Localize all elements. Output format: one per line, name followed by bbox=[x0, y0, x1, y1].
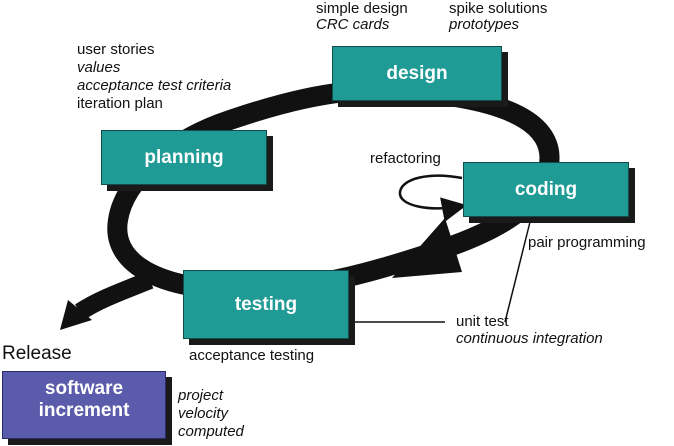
continuous-integration-note: continuous integration bbox=[456, 330, 603, 347]
planning-note-values: values bbox=[77, 59, 121, 76]
project-velocity-line-1: project bbox=[178, 387, 224, 404]
pair-programming-note: pair programming bbox=[528, 234, 646, 251]
release-arrow-tail bbox=[75, 271, 154, 320]
design-note-spike-solutions: spike solutions bbox=[449, 0, 548, 17]
design-note-crc-cards: CRC cards bbox=[316, 16, 390, 33]
coding-phase-box: coding bbox=[463, 162, 629, 217]
planning-note-acceptance-criteria: acceptance test criteria bbox=[77, 77, 232, 94]
release-arrowhead bbox=[60, 300, 92, 330]
release-label: Release bbox=[2, 343, 72, 364]
unit-test-note: unit test bbox=[456, 313, 509, 330]
refactoring-loop bbox=[398, 174, 467, 222]
acceptance-testing-note: acceptance testing bbox=[189, 347, 315, 364]
planning-note-iteration-plan: iteration plan bbox=[77, 95, 163, 112]
design-note-simple-design: simple design bbox=[316, 0, 408, 17]
software-increment-box: software increment bbox=[2, 371, 166, 439]
refactoring-note: refactoring bbox=[370, 150, 441, 167]
pair-programming-connector bbox=[504, 221, 531, 323]
project-velocity-line-2: velocity bbox=[178, 405, 229, 422]
testing-phase-box: testing bbox=[183, 270, 349, 339]
design-phase-box: design bbox=[332, 46, 502, 101]
project-velocity-line-3: computed bbox=[178, 423, 244, 440]
software-increment-line-1: software bbox=[44, 378, 124, 399]
planning-phase-box: planning bbox=[101, 130, 267, 185]
cycle-arrowhead bbox=[392, 218, 462, 278]
design-note-prototypes: prototypes bbox=[449, 16, 520, 33]
planning-note-user-stories: user stories bbox=[77, 41, 155, 58]
software-increment-line-2: increment bbox=[38, 400, 130, 421]
